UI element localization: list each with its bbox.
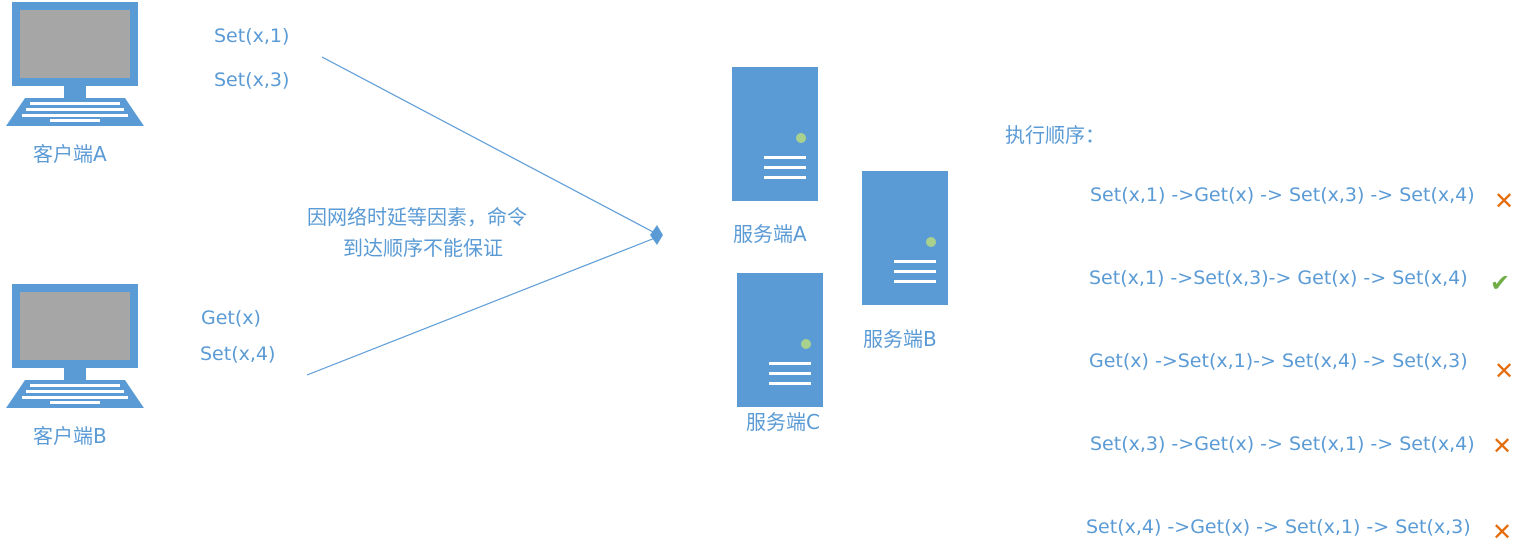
cross-icon: ✕ <box>1494 187 1515 215</box>
arrowhead-diamond-icon <box>650 225 663 245</box>
network-arrows <box>306 56 663 376</box>
server-b-label: 服务端B <box>863 327 937 351</box>
client-a-command: Set(x,3) <box>214 69 290 91</box>
cross-icon: ✕ <box>1492 518 1513 546</box>
server-a-label: 服务端A <box>733 222 807 246</box>
server-icon-c <box>737 273 823 407</box>
computer-icon-client-b <box>6 284 144 408</box>
execution-order-row: Set(x,1) ->Set(x,3)-> Get(x) -> Set(x,4) <box>1089 267 1468 289</box>
client-b-label: 客户端B <box>33 424 107 448</box>
server-icon-a <box>732 67 818 201</box>
execution-order-row: Set(x,4) ->Get(x) -> Set(x,1) -> Set(x,3… <box>1086 516 1471 538</box>
client-a-command: Set(x,1) <box>214 25 290 47</box>
check-icon: ✔ <box>1490 269 1511 297</box>
cross-icon: ✕ <box>1492 432 1513 460</box>
server-c-label: 服务端C <box>746 410 820 434</box>
network-note-line-2: 到达顺序不能保证 <box>343 236 503 260</box>
network-note-line-1: 因网络时延等因素，命令 <box>307 205 527 229</box>
cross-icon: ✕ <box>1494 357 1515 385</box>
execution-order-row: Set(x,1) ->Get(x) -> Set(x,3) -> Set(x,4… <box>1090 184 1475 206</box>
execution-order-title: 执行顺序： <box>1005 123 1105 147</box>
client-b-command: Set(x,4) <box>200 343 276 365</box>
client-b-command: Get(x) <box>201 307 261 329</box>
client-a-label: 客户端A <box>33 142 107 166</box>
computer-icon-client-a <box>6 2 144 126</box>
server-icon-b <box>862 171 948 305</box>
execution-order-row: Set(x,3) ->Get(x) -> Set(x,1) -> Set(x,4… <box>1090 433 1475 455</box>
execution-order-row: Get(x) ->Set(x,1)-> Set(x,4) -> Set(x,3) <box>1089 350 1468 372</box>
